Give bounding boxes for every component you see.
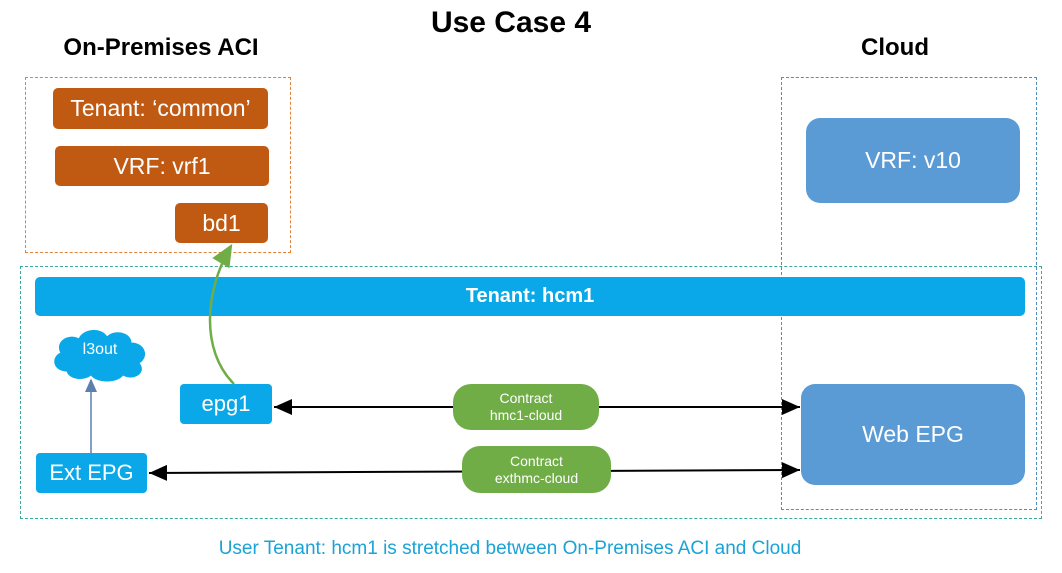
epg1-box: epg1 [180, 384, 272, 424]
contract2-name: exthmc-cloud [494, 469, 579, 486]
page-title: Use Case 4 [430, 6, 592, 39]
onprem-region [25, 77, 291, 253]
bd1-box: bd1 [175, 203, 268, 243]
cloud-heading: Cloud [861, 34, 929, 61]
onprem-heading: On-Premises ACI [63, 34, 259, 61]
vrf1-box: VRF: vrf1 [55, 146, 269, 186]
contract2-label: Contract [510, 452, 563, 469]
contract-hmc1-cloud: Contract hmc1-cloud [453, 384, 599, 430]
contract1-label: Contract [499, 390, 553, 406]
web-epg-box: Web EPG [801, 384, 1025, 485]
caption: User Tenant: hcm1 is stretched between O… [218, 538, 802, 559]
contract1-name: hmc1-cloud [489, 407, 563, 423]
l3out-label: l3out [82, 341, 118, 358]
stretched-tenant-region [20, 266, 1042, 519]
ext-epg-box: Ext EPG [36, 453, 147, 493]
vrf-v10-box: VRF: v10 [806, 118, 1020, 203]
contract-exthmc-cloud: Contract exthmc-cloud [462, 446, 611, 493]
l3out-cloud-icon [54, 330, 146, 382]
tenant-common-box: Tenant: ‘common’ [53, 88, 268, 129]
tenant-hcm1-bar: Tenant: hcm1 [35, 277, 1025, 316]
